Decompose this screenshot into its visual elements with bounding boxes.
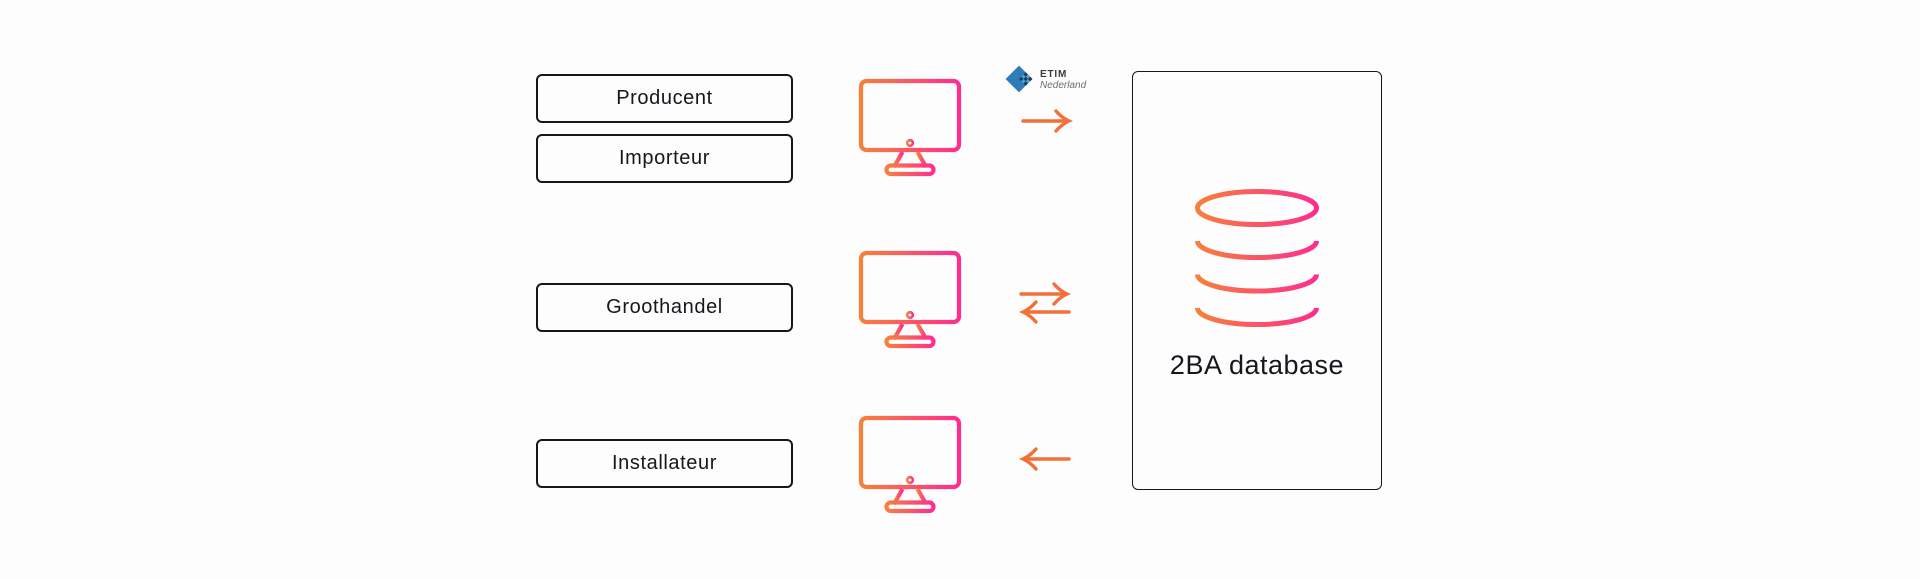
arrow-right-icon — [1021, 106, 1074, 136]
actor-box-installateur: Installateur — [536, 439, 793, 488]
etim-diamond-icon — [1005, 65, 1033, 93]
arrow-right-icon — [1019, 279, 1072, 309]
etim-nederland-logo: ETIM Nederland — [1004, 63, 1086, 95]
computer-monitor-icon — [858, 250, 962, 349]
database-container-box — [1132, 71, 1382, 490]
arrow-left-icon — [1018, 444, 1071, 474]
actor-label-producent: Producent — [616, 87, 713, 109]
etim-logo-region: Nederland — [1040, 79, 1087, 91]
etim-logo-text: ETIM Nederland — [1040, 69, 1087, 91]
database-cylinder-icon — [1193, 187, 1321, 330]
computer-monitor-icon — [858, 78, 962, 177]
computer-monitor-icon — [858, 415, 962, 514]
actor-label-installateur: Installateur — [611, 452, 718, 474]
arrow-left-icon — [1018, 297, 1071, 327]
actor-box-producent: Producent — [536, 74, 793, 123]
actor-box-groothandel: Groothandel — [536, 283, 793, 332]
actor-label-groothandel: Groothandel — [606, 296, 723, 318]
database-label: 2BA database — [1169, 350, 1345, 380]
etim-logo-name: ETIM — [1040, 69, 1068, 80]
actor-label-importeur: Importeur — [619, 147, 710, 169]
actor-box-importeur: Importeur — [536, 134, 793, 183]
